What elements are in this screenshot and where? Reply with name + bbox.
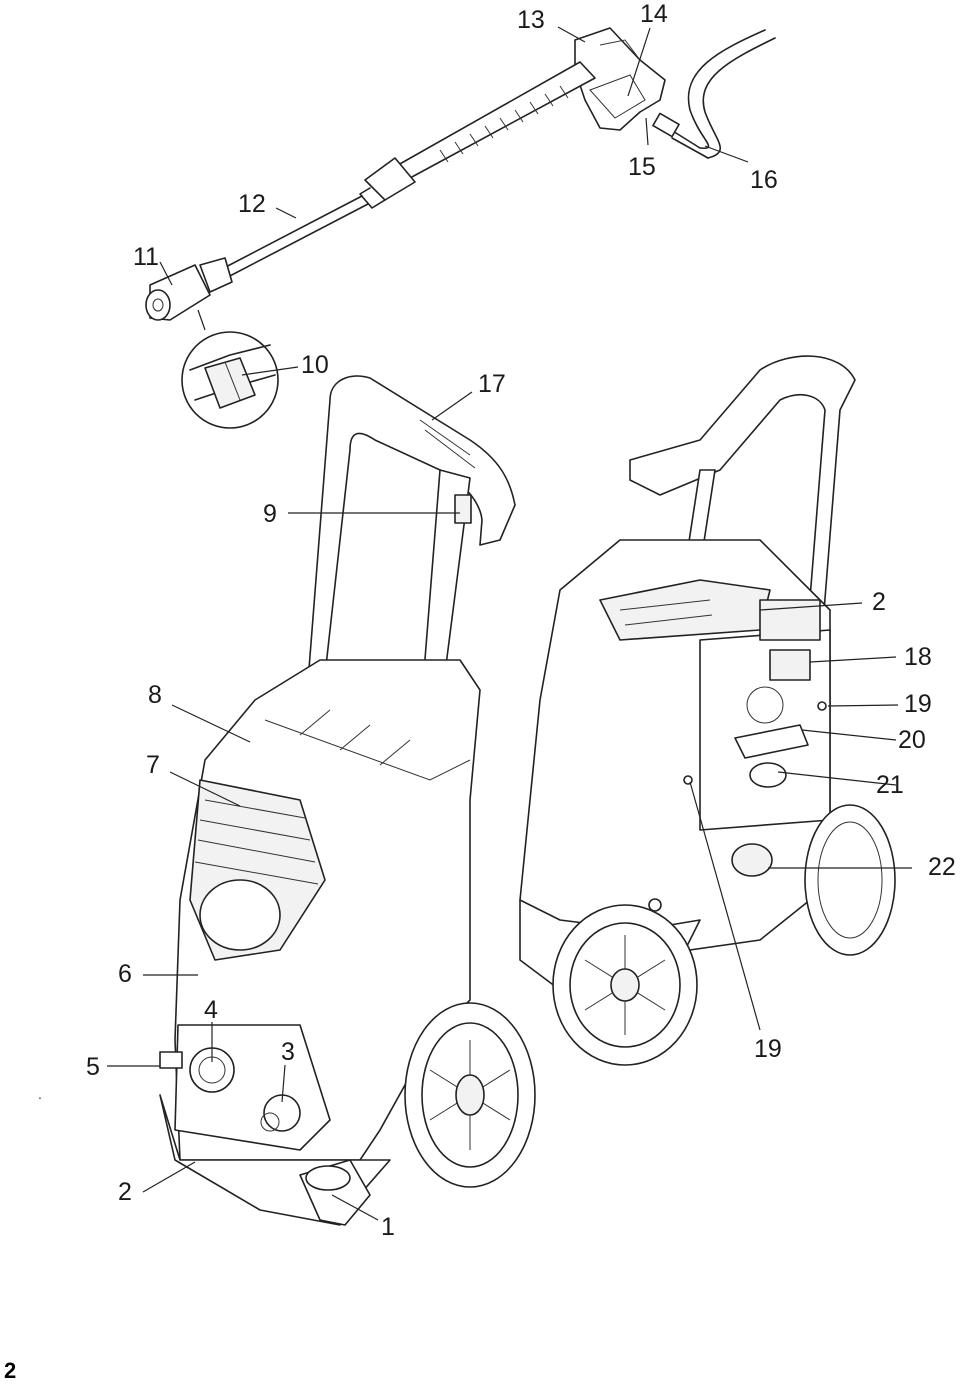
callout-19-bottom: 19 <box>754 1035 782 1063</box>
callout-15: 15 <box>628 153 656 181</box>
nozzle-detail-circle <box>181 309 279 429</box>
page-number: 2 <box>4 1358 17 1383</box>
callout-4: 4 <box>204 996 218 1024</box>
callout-10: 10 <box>301 351 329 379</box>
callout-3: 3 <box>281 1038 295 1066</box>
callout-2-front: 2 <box>118 1178 132 1206</box>
callout-12: 12 <box>238 190 266 218</box>
callout-22: 22 <box>928 853 956 881</box>
callout-7: 7 <box>146 751 160 779</box>
callout-16: 16 <box>750 166 778 194</box>
callout-8: 8 <box>148 681 162 709</box>
rear-unit <box>519 355 896 1066</box>
callout-1: 1 <box>381 1213 395 1241</box>
callout-19-top: 19 <box>904 690 932 718</box>
callout-18: 18 <box>904 643 932 671</box>
callout-14: 14 <box>640 0 668 28</box>
front-unit <box>159 375 536 1226</box>
callout-21: 21 <box>876 771 904 799</box>
stray-mark: . <box>38 1086 42 1102</box>
callout-13: 13 <box>517 6 545 34</box>
callout-11: 11 <box>133 243 159 271</box>
callout-17: 17 <box>478 370 506 398</box>
callout-5: 5 <box>86 1053 100 1081</box>
spray-lance-assembly <box>145 27 776 321</box>
callout-6: 6 <box>118 960 132 988</box>
callout-2-rear: 2 <box>872 588 886 616</box>
leader-lines <box>107 26 912 1221</box>
callout-20: 20 <box>898 726 926 754</box>
callout-9: 9 <box>263 500 277 528</box>
